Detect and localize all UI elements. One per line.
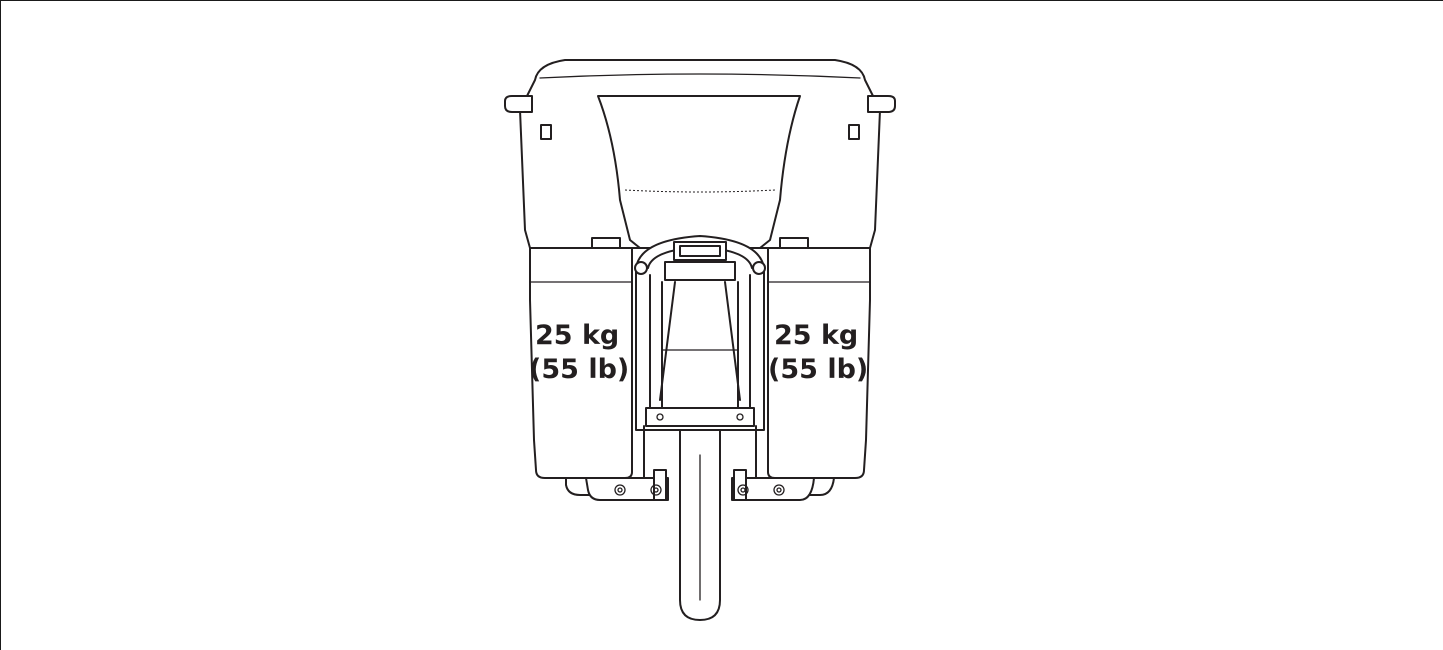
rear-tire — [679, 421, 721, 621]
rear-rack — [634, 235, 766, 479]
right-turn-signal — [867, 95, 896, 113]
left-bracket — [585, 469, 669, 501]
right-bracket — [731, 469, 815, 501]
right-weight-label: 25 kg — [774, 320, 858, 351]
right-weight-imperial-label: (55 lb) — [768, 354, 868, 385]
left-weight-imperial-label: (55 lb) — [529, 354, 629, 385]
left-weight-label: 25 kg — [535, 320, 619, 351]
left-turn-signal — [504, 95, 533, 113]
top-case — [519, 59, 881, 249]
